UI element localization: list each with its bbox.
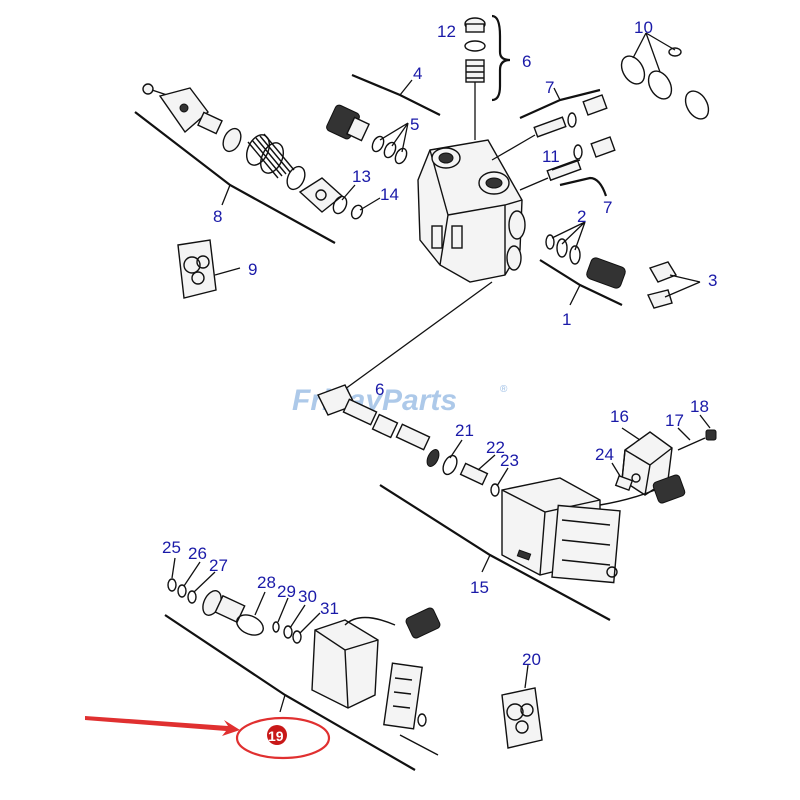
callout-19: 19: [268, 728, 284, 744]
callout-21: 21: [455, 421, 474, 440]
part-9-seal-kit: [177, 239, 241, 299]
callout-6-lower: 6: [375, 380, 384, 399]
bracket-4: [351, 73, 441, 116]
part-8-spool-group: [142, 83, 344, 213]
callout-13: 13: [352, 167, 371, 186]
callout-20: 20: [522, 650, 541, 669]
link-line: [329, 281, 493, 401]
callout-3: 3: [708, 271, 717, 290]
callout-30: 30: [298, 587, 317, 606]
callout-5: 5: [410, 115, 419, 134]
part-15-solenoid-group: [501, 474, 686, 584]
callout-27: 27: [209, 556, 228, 575]
callout-11: 11: [542, 147, 560, 166]
callout-16: 16: [610, 407, 629, 426]
callout-6: 6: [522, 52, 531, 71]
callout-15: 15: [470, 578, 489, 597]
callout-22: 22: [486, 438, 505, 457]
part-2-3-group: [545, 221, 701, 309]
callout-18: 18: [690, 397, 709, 416]
valve-body: [417, 139, 526, 283]
bracket-7a-tick: [553, 87, 561, 101]
part-20-seal-kit: [501, 664, 543, 749]
callout-14: 14: [380, 185, 399, 204]
callout-2: 2: [577, 207, 586, 226]
callout-12: 12: [437, 22, 456, 41]
part-19-solenoid-group: [167, 557, 441, 756]
callout-29: 29: [277, 582, 296, 601]
callout-24: 24: [595, 445, 614, 464]
callout-10: 10: [634, 18, 653, 37]
lower-spool-group: [317, 384, 509, 497]
callout-7-lower: 7: [603, 198, 612, 217]
part-6-cap-group: [464, 17, 486, 140]
callout-7-upper: 7: [545, 78, 554, 97]
bracket-19: [164, 614, 416, 771]
callout-9: 9: [248, 260, 257, 279]
callout-17: 17: [665, 411, 684, 430]
callout-31: 31: [320, 599, 339, 618]
highlight-ring: [235, 716, 331, 760]
part-13-14-rings: [332, 184, 381, 220]
part-7-upper-group: [491, 94, 616, 191]
highlight-marker: [267, 725, 287, 745]
callout-25: 25: [162, 538, 181, 557]
callout-labels: 12 6 10 4 7 5 11 13 14 7 2 8 9 3 1 6 16 …: [162, 18, 717, 744]
part-4-plug-group: [326, 104, 409, 165]
callout-8: 8: [213, 207, 222, 226]
callout-1: 1: [562, 310, 571, 329]
watermark-registered-mark: ®: [500, 384, 508, 395]
bracket-15-tick: [481, 554, 491, 573]
highlight-19: [85, 716, 331, 760]
callout-23: 23: [500, 451, 519, 470]
highlight-arrow: [85, 716, 240, 736]
part-10-orings: [620, 32, 710, 120]
bracket-8-tick: [221, 184, 231, 206]
bracket-1-tick: [569, 284, 581, 306]
bracket-6: [491, 14, 511, 102]
bracket-19-tick: [279, 694, 286, 713]
bracket-7b: [559, 176, 608, 197]
callout-26: 26: [188, 544, 207, 563]
callout-4: 4: [413, 64, 422, 83]
callout-28: 28: [257, 573, 276, 592]
bracket-4-tick: [399, 79, 413, 96]
